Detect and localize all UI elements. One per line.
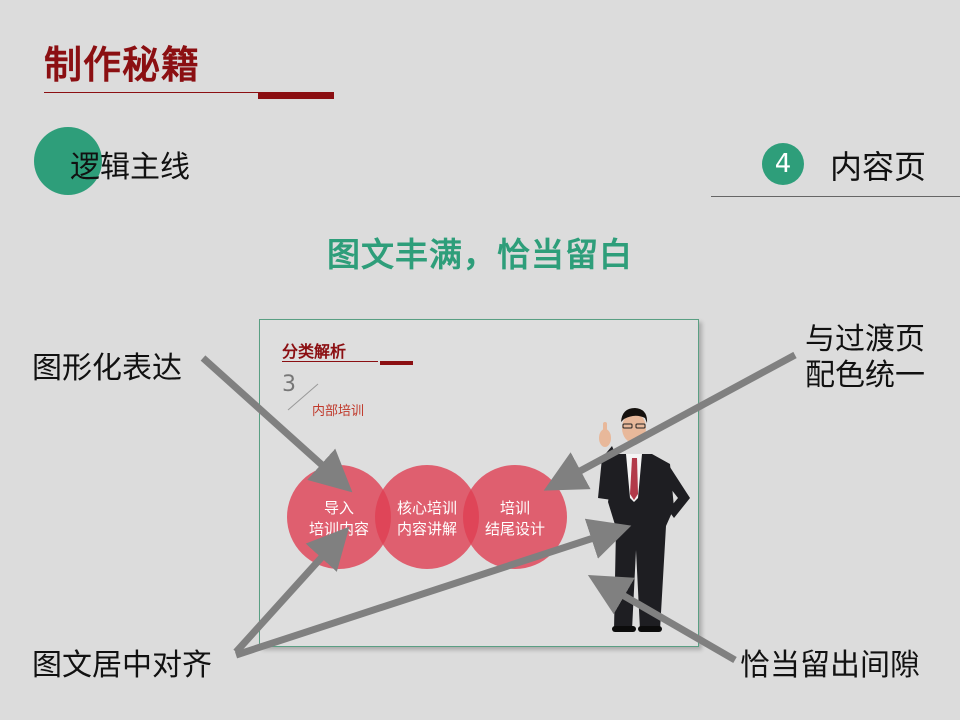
page-label-underline	[711, 196, 960, 197]
callout-color-line1: 与过渡页	[805, 322, 925, 357]
slide-title-underline	[282, 361, 378, 362]
title-underline-bar	[258, 92, 334, 99]
bubble-end-line2: 结尾设计	[484, 520, 545, 538]
bubble-core-text: 核心培训 内容讲解	[375, 498, 479, 540]
section-label: 逻辑主线	[70, 150, 190, 185]
arrow-graphic	[200, 355, 353, 493]
bubble-core-line2: 内容讲解	[396, 520, 457, 538]
bubble-intro-line1: 导入	[323, 499, 354, 517]
callout-color-line2: 配色统一	[805, 358, 925, 393]
arrow-color	[543, 351, 797, 491]
slide-slash-divider	[287, 383, 319, 411]
slide-section-number: 3	[282, 372, 296, 397]
bubble-core-line1: 核心培训	[396, 499, 457, 517]
callout-color: 与过渡页 配色统一	[805, 322, 925, 394]
title-underline	[44, 92, 332, 93]
section-circle	[34, 127, 102, 195]
page-title: 制作秘籍	[44, 43, 201, 87]
callout-spacing: 恰当留出间隙	[740, 648, 920, 683]
arrow-align-to-figure	[234, 518, 632, 659]
slide-title-bar	[380, 361, 413, 365]
page-label: 内容页	[830, 148, 927, 186]
callout-align: 图文居中对齐	[32, 648, 212, 683]
callout-graphic: 图形化表达	[32, 351, 182, 386]
arrow-align-to-bubble	[233, 526, 350, 655]
arrow-spacing	[587, 574, 737, 664]
slide-subtitle: 内部培训	[312, 404, 365, 419]
bubble-end-line1: 培训	[499, 499, 530, 517]
headline: 图文丰满，恰当留白	[327, 235, 633, 274]
bubble-end-text: 培训 结尾设计	[463, 498, 567, 540]
slide-title: 分类解析	[282, 342, 347, 361]
page-number-badge: 4	[762, 143, 804, 185]
bubble-core	[375, 465, 479, 569]
